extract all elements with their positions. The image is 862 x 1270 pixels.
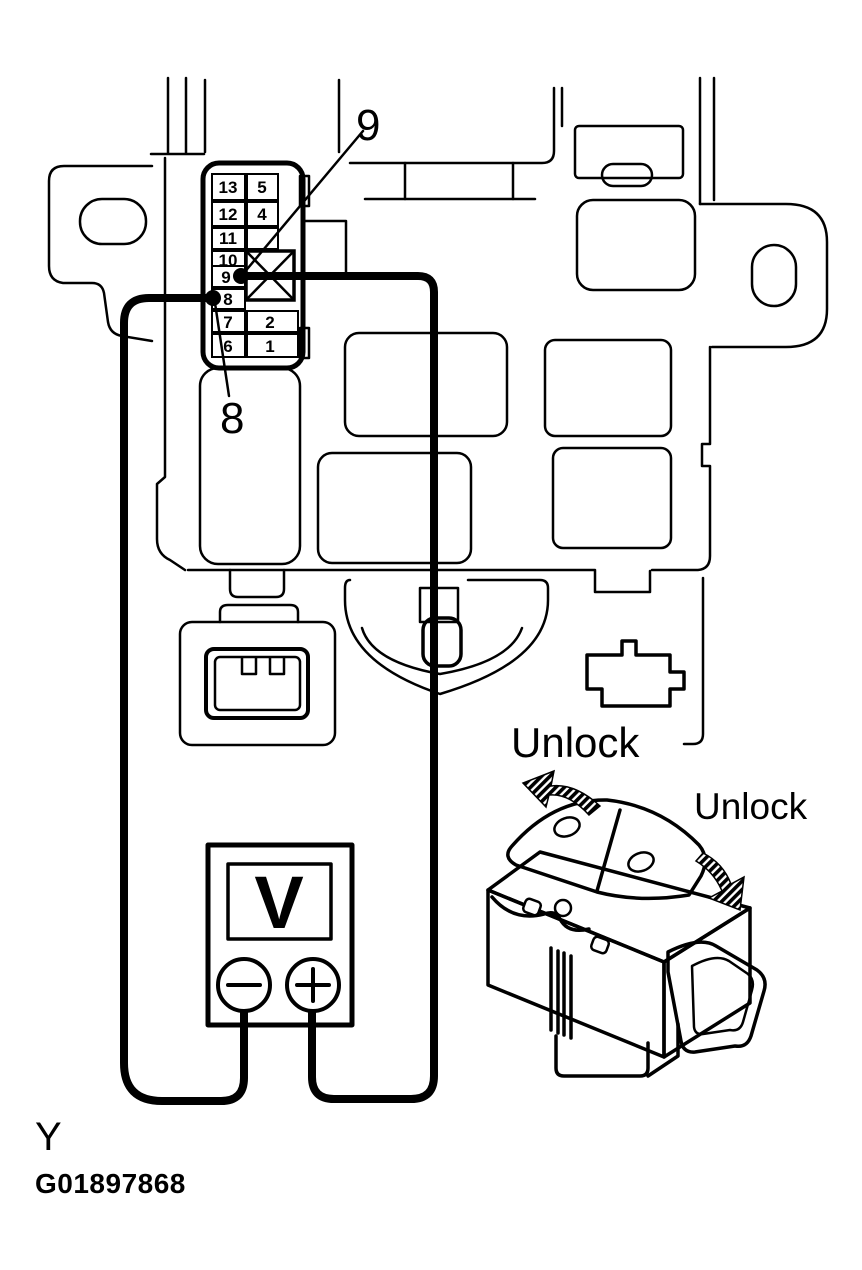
socket-opening-outer <box>204 647 310 720</box>
pin-cell-13 <box>211 173 246 201</box>
callout-9: 9 <box>356 101 380 150</box>
voltmeter-letter: V <box>254 861 303 944</box>
pin-label-12: 12 <box>219 205 238 224</box>
basket-square <box>418 586 460 624</box>
latch-tab-mid <box>589 935 611 955</box>
relay-capsule <box>600 162 654 188</box>
probe-point-pin8 <box>205 290 221 306</box>
compartment-mid-lower <box>316 451 473 565</box>
pin-label-7: 7 <box>223 313 232 332</box>
bezel-contour <box>490 895 591 932</box>
basket-outer <box>343 578 550 696</box>
relay-block-right <box>575 198 697 292</box>
connector-housing <box>200 160 306 371</box>
basket-inner-arc <box>360 626 524 676</box>
voltmeter-display <box>226 862 333 941</box>
leader-line-8 <box>213 301 231 398</box>
callout-8: 8 <box>220 394 244 443</box>
unlock-label-right: Unlock <box>694 786 808 827</box>
pin-label-10: 10 <box>219 251 238 270</box>
unlock-arrow-right-icon <box>694 852 745 912</box>
panel-letter: Y <box>35 1115 62 1159</box>
switch-prongs <box>549 946 573 1040</box>
pin-cell-7 <box>211 310 246 333</box>
rocker-indent-right <box>627 851 655 873</box>
housing-lobe-bottom <box>298 326 311 360</box>
plus-icon <box>295 967 331 1003</box>
pin-cell-11 <box>211 227 246 250</box>
unlock-label-top: Unlock <box>511 719 640 766</box>
pin-cell-2 <box>246 310 299 333</box>
lower-right-edge <box>682 576 705 746</box>
relay-top-right <box>573 124 685 180</box>
voltmeter: V <box>205 842 355 1028</box>
junction-block <box>47 76 829 747</box>
socket-housing <box>178 620 337 747</box>
compartment-mid-upper <box>343 331 509 438</box>
bottom-tab <box>228 568 286 599</box>
probe-wire-pin8-to-minus <box>120 294 248 1105</box>
pin-label-4: 4 <box>257 205 267 224</box>
rocker-ridge <box>595 808 622 893</box>
body-right-edge <box>650 345 712 572</box>
switch-base-front <box>554 1034 650 1078</box>
mounting-bracket-right <box>698 202 829 349</box>
hinge-pin <box>553 898 573 918</box>
switch-base-side <box>646 1022 680 1078</box>
pin-label-6: 6 <box>223 337 232 356</box>
pin-cell-5 <box>246 173 279 201</box>
switch-connector-lug <box>666 940 767 1054</box>
leader-line-9 <box>241 129 365 276</box>
bottom-notch-right <box>593 569 652 594</box>
pin-label-9: 9 <box>221 268 230 287</box>
bracket-hole-right <box>750 243 798 308</box>
lug-inner <box>690 956 755 1036</box>
top-rail-upper <box>348 86 556 165</box>
figure-code: G01897868 <box>35 1168 186 1199</box>
mounting-bracket-left <box>47 164 154 343</box>
rocker-indent-left <box>553 816 581 838</box>
door-lock-switch <box>486 769 767 1078</box>
probe-wire-pin9-to-plus <box>239 272 438 1103</box>
pin-label-1: 1 <box>265 337 274 356</box>
pin-cell-4 <box>246 201 279 227</box>
pin-label-2: 2 <box>265 313 274 332</box>
bracket-hole-left <box>78 197 148 246</box>
pin-cell-12 <box>211 201 246 227</box>
socket-keys <box>240 656 286 676</box>
body-left-edge <box>155 156 187 572</box>
pin-label-8: 8 <box>223 290 232 309</box>
basket-slot <box>421 616 463 668</box>
pin-label-11: 11 <box>219 229 237 248</box>
pin-label-5: 5 <box>257 178 266 197</box>
housing-lobe-top <box>298 174 311 208</box>
pin-cell-1 <box>246 333 299 358</box>
compartment-right-upper <box>543 338 673 438</box>
pin-label-13: 13 <box>219 178 238 197</box>
switch-right-face <box>662 906 752 1059</box>
compartment-right-lower <box>551 446 673 550</box>
voltmeter-body <box>205 842 355 1028</box>
latch-tab-left <box>521 897 543 917</box>
socket-opening-inner <box>213 655 302 712</box>
stepped-connector <box>585 639 686 708</box>
socket-plateau <box>218 603 300 624</box>
unlock-arrow-left-icon <box>521 769 602 817</box>
